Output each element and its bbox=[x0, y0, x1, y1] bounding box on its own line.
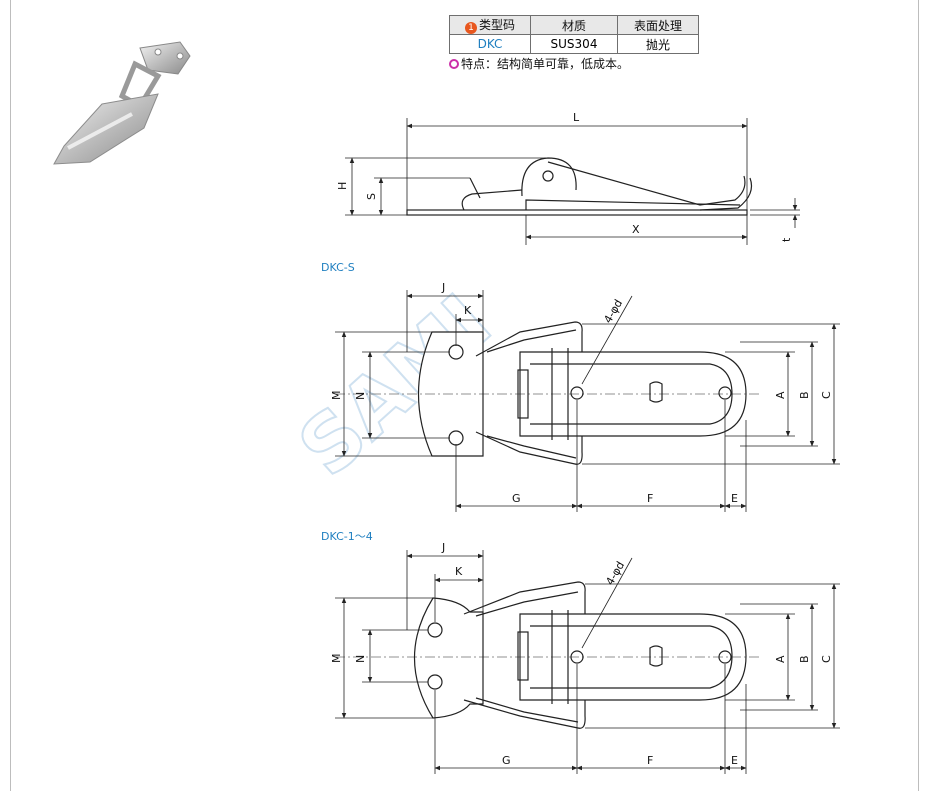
dkc-n-dim-label-C: C bbox=[820, 655, 833, 663]
section-label-dkc-s: DKC-S bbox=[321, 261, 355, 274]
header-surface-finish: 表面处理 bbox=[617, 15, 699, 35]
dkc-n-dim-label-M: M bbox=[330, 654, 343, 664]
dkc-s-hole-label: 4-φd bbox=[601, 297, 625, 325]
dkc-s-dim-label-K: K bbox=[464, 304, 472, 317]
dim-label-X: X bbox=[632, 223, 640, 236]
dkc-n-view bbox=[413, 581, 747, 729]
dkc-s-dim-label-E: E bbox=[731, 492, 738, 505]
frame-left-border bbox=[10, 0, 11, 791]
feature-dot-icon bbox=[449, 59, 459, 69]
frame-right-border bbox=[918, 0, 919, 791]
dkc-s-dim-label-J: J bbox=[441, 281, 445, 294]
dkc-n-dim-label-G: G bbox=[502, 754, 511, 767]
dkc-s-view bbox=[417, 321, 747, 465]
dim-label-S: S bbox=[365, 193, 378, 200]
dkc-s-dimensions bbox=[335, 290, 840, 512]
dkc-s-dim-label-G: G bbox=[512, 492, 521, 505]
dkc-n-dim-label-J: J bbox=[441, 541, 445, 554]
cell-material: SUS304 bbox=[530, 34, 618, 54]
dkc-n-dim-label-A: A bbox=[774, 655, 787, 663]
dim-label-t: t bbox=[780, 237, 793, 242]
dkc-n-dim-label-K: K bbox=[455, 565, 463, 578]
cell-surface-finish: 抛光 bbox=[617, 34, 699, 54]
dkc-s-dim-label-M: M bbox=[330, 391, 343, 401]
dkc-s-dim-label-N: N bbox=[354, 392, 367, 400]
dim-label-L: L bbox=[573, 111, 580, 124]
section-label-dkc-1-4: DKC-1～4 bbox=[321, 530, 373, 543]
dim-label-H: H bbox=[336, 182, 349, 190]
dkc-n-dim-label-B: B bbox=[798, 655, 811, 663]
dkc-n-dimensions bbox=[335, 550, 840, 774]
side-view-dimensions bbox=[345, 118, 800, 245]
dkc-s-dim-label-A: A bbox=[774, 391, 787, 399]
cell-type-code: DKC bbox=[449, 34, 531, 54]
table-row: DKC SUS304 抛光 bbox=[449, 34, 699, 54]
number-badge: 1 bbox=[464, 22, 477, 34]
feature-note: 特点：结构简单可靠，低成本。 bbox=[449, 55, 629, 72]
dkc-s-dim-label-F: F bbox=[647, 492, 653, 505]
dkc-n-dim-label-E: E bbox=[731, 754, 738, 767]
dkc-s-dim-label-B: B bbox=[798, 391, 811, 399]
side-view bbox=[406, 157, 753, 216]
product-photo bbox=[53, 41, 191, 165]
dkc-n-dim-label-F: F bbox=[647, 754, 653, 767]
dkc-n-dim-label-N: N bbox=[354, 655, 367, 663]
dkc-s-dim-label-C: C bbox=[820, 391, 833, 399]
